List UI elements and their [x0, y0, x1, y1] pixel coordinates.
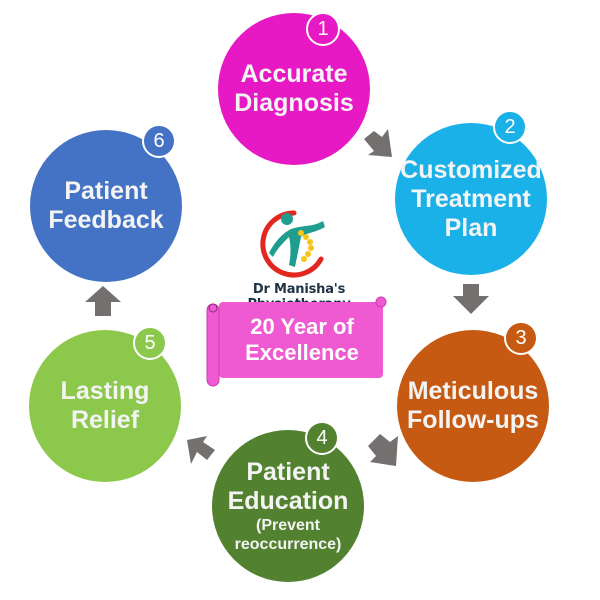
- step-5-number-badge: 5: [133, 326, 167, 360]
- step-1-line-2: Diagnosis: [234, 89, 354, 117]
- step-1-line-1: Accurate: [240, 60, 348, 88]
- arrow-step-4-to-5: [187, 436, 215, 464]
- step-4-patient-education: Patient Education (Prevent reoccurrence): [212, 430, 364, 582]
- arrow-step-3-to-4: [368, 434, 398, 466]
- logo-ring: [260, 210, 324, 278]
- step-2-number-badge: 2: [493, 110, 527, 144]
- logo-dot: [308, 245, 314, 251]
- step-2-line-2: Treatment: [411, 184, 531, 213]
- step-2-line-3: Plan: [444, 213, 498, 242]
- arrow-shape: [364, 129, 392, 157]
- logo-dot: [303, 234, 309, 240]
- banner-line-2: Excellence: [245, 340, 359, 365]
- step-2-customized-treatment-plan: Customized Treatment Plan: [395, 123, 547, 275]
- scroll-left-curl: [208, 303, 218, 313]
- arrow-shape: [368, 434, 398, 466]
- logo-figure-body: [269, 221, 325, 267]
- arrow-shape: [85, 286, 121, 316]
- step-3-number-badge: 3: [504, 321, 538, 355]
- step-6-line-1: Patient: [64, 177, 148, 205]
- logo-dot: [298, 230, 304, 236]
- step-2-line-1: Customized: [400, 155, 542, 184]
- arrow-shape: [453, 284, 489, 314]
- scroll-left-roll: [206, 303, 220, 387]
- logo-dot: [305, 251, 311, 257]
- step-4-sub-line-2: reoccurrence): [234, 536, 342, 553]
- step-4-line-1: Patient: [246, 458, 330, 486]
- step-4-sub-line-1: (Prevent: [255, 517, 321, 534]
- scroll-body: [219, 302, 383, 378]
- logo-dot: [301, 256, 307, 262]
- step-6-line-2: Feedback: [48, 206, 164, 234]
- step-3-line-2: Follow-ups: [407, 406, 539, 434]
- step-1-number-badge: 1: [306, 12, 340, 46]
- excellence-scroll-banner: [206, 296, 387, 387]
- arrow-shape: [187, 436, 215, 464]
- scroll-right-curl: [375, 296, 387, 308]
- arrow-step-2-to-3: [453, 284, 489, 314]
- step-1-accurate-diagnosis: Accurate Diagnosis: [218, 13, 370, 165]
- step-6-number-badge: 6: [142, 124, 176, 158]
- step-3-line-1: Meticulous: [407, 377, 539, 405]
- step-3-meticulous-follow-ups: Meticulous Follow-ups: [397, 330, 549, 482]
- physiotherapy-logo: [260, 210, 325, 278]
- step-5-line-1: Lasting: [60, 377, 150, 405]
- logo-figure-head: [281, 213, 293, 225]
- logo-dot: [307, 239, 313, 245]
- arrow-step-1-to-2: [364, 129, 392, 157]
- step-4-line-2: Education: [227, 487, 349, 515]
- step-5-line-2: Relief: [70, 406, 140, 434]
- arrow-step-5-to-6: [85, 286, 121, 316]
- step-4-number-badge: 4: [305, 421, 339, 455]
- banner-line-1: 20 Year of: [250, 314, 354, 339]
- banner-text: 20 Year of Excellence: [222, 314, 382, 366]
